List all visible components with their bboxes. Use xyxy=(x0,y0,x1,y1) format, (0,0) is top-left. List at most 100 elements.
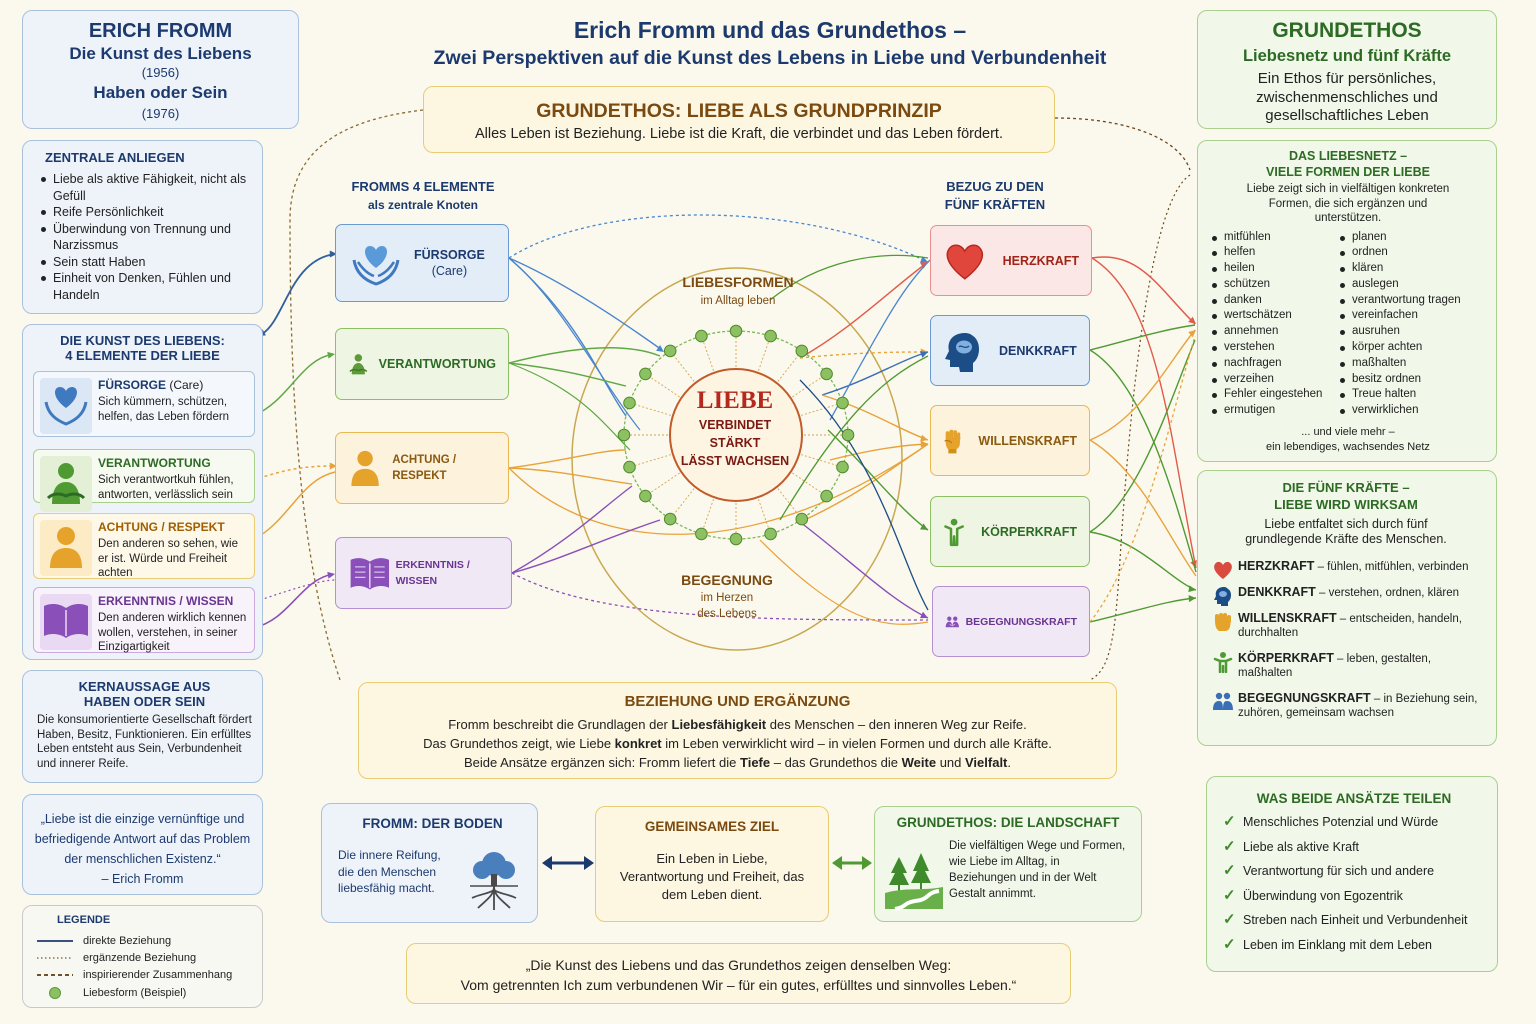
node-fuersorge-label: FÜRSORGE xyxy=(414,248,485,262)
landschaft-panel: GRUNDETHOS: DIE LANDSCHAFT Die vielfälti… xyxy=(874,806,1142,922)
node-denkkraft-label: DENKKRAFT xyxy=(999,343,1077,358)
liebesform-item: Fehler eingestehen xyxy=(1210,387,1338,403)
connection-line xyxy=(821,394,929,441)
connection-line xyxy=(759,539,929,625)
liebesform-node[interactable] xyxy=(795,512,809,526)
liebesform-item: ordnen xyxy=(1338,245,1488,261)
arrow-head xyxy=(1188,595,1196,603)
connection-line xyxy=(829,259,931,421)
person-respect-icon xyxy=(351,450,379,486)
liebesform-node[interactable] xyxy=(663,344,677,358)
liebesnetz-intro: Liebe zeigt sich in vielfältigen konkret… xyxy=(1246,183,1450,224)
liebesform-item: wertschätzen xyxy=(1210,308,1338,324)
radial-spoke xyxy=(735,434,843,468)
legend-label-complement: ergänzende Beziehung xyxy=(83,951,197,964)
liebesform-node[interactable] xyxy=(764,527,777,541)
heart-icon xyxy=(946,244,984,280)
page-title: Erich Fromm und das Grundethos – Zwei Pe… xyxy=(300,16,1240,72)
liebesform-node[interactable] xyxy=(820,367,833,381)
arrow-head xyxy=(920,523,928,530)
liebesform-item: verstehen xyxy=(1210,340,1338,356)
kunst-panel: DIE KUNST DES LIEBENS: 4 ELEMENTE DER LI… xyxy=(22,324,263,660)
liebesform-item: mitfühlen xyxy=(1210,230,1338,246)
final-quote-panel: „Die Kunst des Liebens und das Grundetho… xyxy=(406,943,1071,1004)
liebesform-node[interactable] xyxy=(663,512,677,526)
connection-line xyxy=(799,351,929,359)
liebesform-node[interactable] xyxy=(820,489,833,503)
kernaussage-title-2: HABEN ODER SEIN xyxy=(83,694,206,709)
teilen-item: Verantwortung für sich und andere xyxy=(1221,859,1487,884)
liebesform-node[interactable] xyxy=(639,489,652,503)
beziehung-panel: BEZIEHUNG UND ERGÄNZUNG Fromm beschreibt… xyxy=(358,682,1117,779)
double-arrow-blue-icon xyxy=(542,856,594,870)
elem-title: ACHTUNG / RESPEKT xyxy=(98,520,248,534)
grundethos-header-title: GRUNDETHOS xyxy=(1272,19,1422,42)
liebesform-node[interactable] xyxy=(617,428,631,442)
connection-line xyxy=(799,379,929,611)
begegnung-label: BEGEGNUNG im Herzen des Lebens xyxy=(640,570,814,622)
connection-line xyxy=(1089,597,1197,623)
legend-inspire: inspirierender Zusammenhang xyxy=(37,966,252,983)
connection-line xyxy=(508,443,929,535)
liebesform-node[interactable] xyxy=(841,428,855,442)
node-willenskraft[interactable]: WILLENSKRAFT xyxy=(930,405,1090,476)
node-begegnungskraft[interactable]: BEGEGNUNGSKRAFT xyxy=(932,586,1090,657)
node-verantwortung[interactable]: VERANTWORTUNG xyxy=(335,328,509,400)
liebesform-node[interactable] xyxy=(695,329,708,343)
kraefte-title-2: LIEBE WIRD WIRKSAM xyxy=(1274,497,1418,512)
node-fuersorge[interactable]: FÜRSORGE (Care) xyxy=(335,224,509,302)
liebesform-item: helfen xyxy=(1210,245,1338,261)
grundprinzip-text: Alles Leben ist Beziehung. Liebe ist die… xyxy=(475,126,1003,142)
fromm-book2: Haben oder Sein xyxy=(93,83,228,102)
liebesform-node[interactable] xyxy=(639,367,652,381)
elem-title: FÜRSORGE (Care) xyxy=(98,378,248,392)
liebe-center-circle xyxy=(669,368,803,502)
liebesform-node[interactable] xyxy=(623,460,636,474)
liebesform-item: annehmen xyxy=(1210,324,1338,340)
body-figure-icon xyxy=(1212,651,1234,673)
liebesform-node[interactable] xyxy=(695,527,708,541)
liebesformen-label: LIEBESFORMEN im Alltag leben xyxy=(640,272,836,310)
liebesform-node[interactable] xyxy=(764,329,777,343)
node-koerperkraft-label: KÖRPERKRAFT xyxy=(981,524,1077,539)
connection-line xyxy=(1091,257,1197,569)
connection-line xyxy=(827,429,929,531)
arrow-head xyxy=(327,571,335,579)
connection-line xyxy=(1091,256,1196,325)
fist-icon xyxy=(1212,611,1234,633)
liebe-word: LIEBE xyxy=(696,387,774,414)
teilen-item: Überwindung von Egozentrik xyxy=(1221,884,1487,909)
fromm-year2: (1976) xyxy=(141,106,180,121)
elem-desc: Den anderen wirklich kennen wollen, vers… xyxy=(98,612,247,653)
connection-line xyxy=(821,351,929,396)
node-erkenntnis[interactable]: ERKENNTNIS / WISSEN xyxy=(335,537,512,609)
beziehung-line-3: Beide Ansätze ergänzen sich: Fromm liefe… xyxy=(463,755,1012,770)
liebesform-node[interactable] xyxy=(795,344,809,358)
kraefte-intro: Liebe entfaltet sich durch fünf grundleg… xyxy=(1245,517,1447,546)
liebesform-node[interactable] xyxy=(623,396,636,410)
fromm-book1: Die Kunst des Liebens xyxy=(69,44,252,63)
landschaft-title: GRUNDETHOS: DIE LANDSCHAFT xyxy=(896,815,1120,830)
landschaft-text: Die vielfältigen Wege und Formen, wie Li… xyxy=(949,840,1126,900)
liebesform-node[interactable] xyxy=(729,532,743,546)
arrow-head xyxy=(329,250,337,258)
node-denkkraft[interactable]: DENKKRAFT xyxy=(930,315,1090,386)
arrow-head xyxy=(327,351,335,359)
connection-line xyxy=(1089,439,1197,577)
connection-line xyxy=(511,485,633,574)
liebesform-item: nachfragen xyxy=(1210,356,1338,372)
double-arrow-green-icon xyxy=(832,856,872,870)
kraft-name: HERZKRAFT xyxy=(1238,559,1315,573)
node-koerperkraft[interactable]: KÖRPERKRAFT xyxy=(930,496,1090,567)
liebesform-node[interactable] xyxy=(836,460,849,474)
node-achtung[interactable]: ACHTUNG / RESPEKT xyxy=(335,432,509,504)
liebesform-node[interactable] xyxy=(836,396,849,410)
ziel-text: Ein Leben in Liebe, Verantwortung und Fr… xyxy=(619,851,805,902)
title-line-1: Erich Fromm und das Grundethos – xyxy=(573,17,967,43)
arrow-head xyxy=(1188,585,1196,593)
node-herzkraft[interactable]: HERZKRAFT xyxy=(930,225,1092,296)
head-brain-icon xyxy=(1212,585,1234,607)
fromm-quote-panel: „Liebe ist die einzige vernünftige und b… xyxy=(22,794,263,895)
liebesform-node[interactable] xyxy=(729,324,743,338)
